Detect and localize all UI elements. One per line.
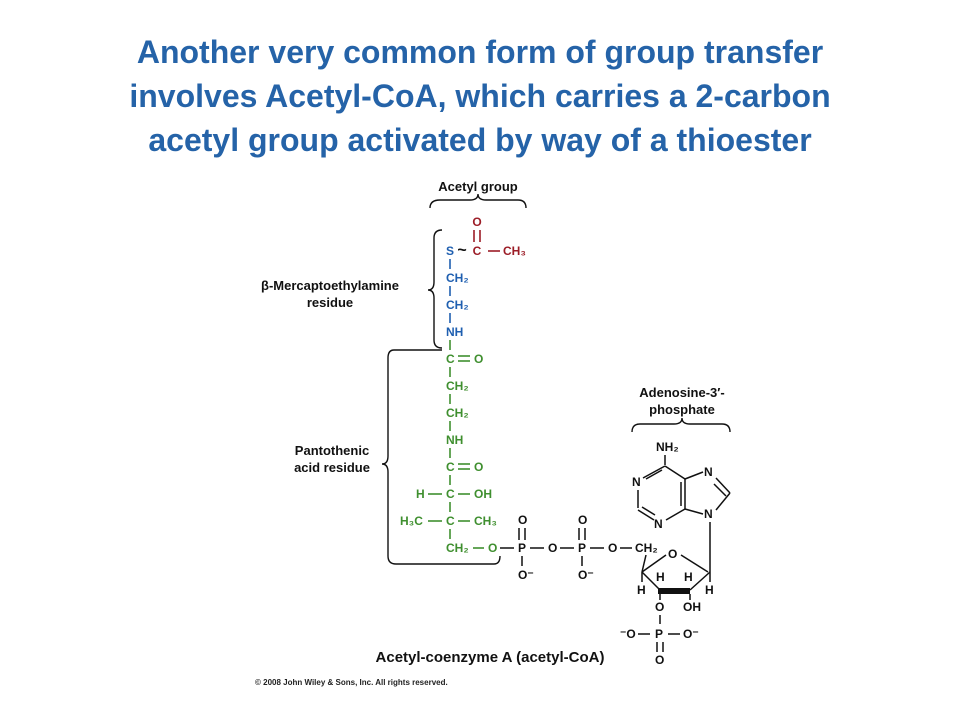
atom-panto-NH: NH — [446, 433, 463, 447]
atom-merc-CH2-2: CH₂ — [446, 298, 469, 312]
atom-panto-C4: C — [446, 514, 455, 528]
atom-N3: N — [654, 517, 663, 531]
atom-O-bridge: O — [548, 541, 557, 555]
atom-panto-O2: O — [474, 460, 483, 474]
title-line-3: acetyl group activated by way of a thioe… — [148, 122, 812, 158]
bond-C5-C6 — [664, 465, 686, 480]
brace-mercapto — [427, 229, 443, 349]
bond-C8-N9 — [715, 492, 731, 511]
atom-panto-C1: C — [446, 352, 455, 366]
bond-N9-C4 — [684, 508, 704, 515]
atom-panto-H: H — [416, 487, 425, 501]
thioester-tilde: ~ — [457, 242, 466, 259]
atom-acetyl-CH3: CH₃ — [503, 244, 526, 258]
atom-CH2-5prime: CH₂ — [635, 541, 658, 555]
label-panto-2: acid residue — [294, 460, 370, 475]
atom-P1-Ominus: O⁻ — [518, 568, 534, 582]
atom-P1-O-top: O — [518, 513, 527, 527]
bond-C2-N3-inner — [641, 506, 656, 516]
atom-panto-O1: O — [474, 352, 483, 366]
atom-P2: P — [578, 541, 586, 555]
atom-panto-C3: C — [446, 487, 455, 501]
bond-N7-C8 — [715, 477, 731, 494]
atom-O-5prime: O — [608, 541, 617, 555]
atom-NH2: NH₂ — [656, 440, 679, 454]
atom-acetyl-O: O — [472, 215, 481, 229]
bond-N7-C8-inner — [713, 483, 727, 497]
atom-N7: N — [704, 465, 713, 479]
title-line-2: involves Acetyl-CoA, which carries a 2-c… — [129, 78, 831, 114]
atom-S: S — [446, 244, 454, 258]
atom-P1: P — [518, 541, 526, 555]
atom-P2-Ominus: O⁻ — [578, 568, 594, 582]
brace-pantothenic — [381, 349, 501, 565]
copyright-notice: © 2008 John Wiley & Sons, Inc. All right… — [255, 678, 448, 687]
atom-panto-CH3: CH₃ — [474, 514, 497, 528]
atom-P3: P — [655, 627, 663, 641]
label-panto-1: Pantothenic — [295, 443, 369, 458]
atom-N1: N — [632, 475, 641, 489]
atom-H-C3prime: H — [656, 570, 665, 584]
atom-H-C1prime: H — [705, 583, 714, 597]
atom-panto-CH2-1: CH₂ — [446, 379, 469, 393]
atom-acetyl-C: C — [473, 244, 482, 258]
bond-C5-N7 — [684, 471, 704, 480]
atom-P3-minusO: ⁻O — [620, 627, 636, 641]
title-line-1: Another very common form of group transf… — [136, 34, 824, 70]
bond-O-C1prime — [680, 554, 709, 573]
atom-P3-Ominus: O⁻ — [683, 627, 699, 641]
bond-C2-N3 — [637, 509, 655, 521]
bond-C2prime-C1prime — [689, 571, 711, 591]
label-adenosine-2: phosphate — [649, 402, 715, 417]
atom-H-C2prime: H — [684, 570, 693, 584]
atom-panto-CH2-2: CH₂ — [446, 406, 469, 420]
bond-C6-N1-inner — [645, 469, 663, 480]
atom-panto-H3C: H₃C — [400, 514, 423, 528]
bond-C4prime-O — [641, 554, 667, 573]
caption-acetyl-coa: Acetyl-coenzyme A (acetyl-CoA) — [376, 649, 605, 666]
bond-C3prime-C2prime-bold — [658, 588, 690, 594]
atom-N9: N — [704, 507, 713, 521]
atom-panto-O3: O — [488, 541, 497, 555]
atom-P3-O-bottom: O — [655, 653, 664, 667]
atom-panto-OH: OH — [474, 487, 492, 501]
atom-H-C4prime: H — [637, 583, 646, 597]
brace-adenosine — [631, 417, 731, 433]
atom-merc-CH2-1: CH₂ — [446, 271, 469, 285]
bond-N3-C4 — [665, 508, 686, 521]
label-adenosine-1: Adenosine-3′- — [639, 385, 724, 400]
label-mercapto-2: residue — [307, 295, 353, 310]
brace-acetyl-group — [429, 193, 527, 209]
atom-P2-O-top: O — [578, 513, 587, 527]
atom-ring-O: O — [668, 547, 677, 561]
label-acetyl-group: Acetyl group — [438, 179, 518, 194]
atom-panto-C2: C — [446, 460, 455, 474]
bond-C6-N1 — [642, 465, 666, 479]
bond-C4prime-C3prime — [641, 571, 661, 591]
atom-OH-C2prime: OH — [683, 600, 701, 614]
slide-title: Another very common form of group transf… — [0, 30, 960, 162]
atom-panto-CH2-3: CH₂ — [446, 541, 469, 555]
atom-merc-NH: NH — [446, 325, 463, 339]
atom-O-C3prime: O — [655, 600, 664, 614]
bond-CH2-C4prime — [641, 554, 647, 573]
label-mercapto-1: β-Mercaptoethylamine — [261, 278, 399, 293]
